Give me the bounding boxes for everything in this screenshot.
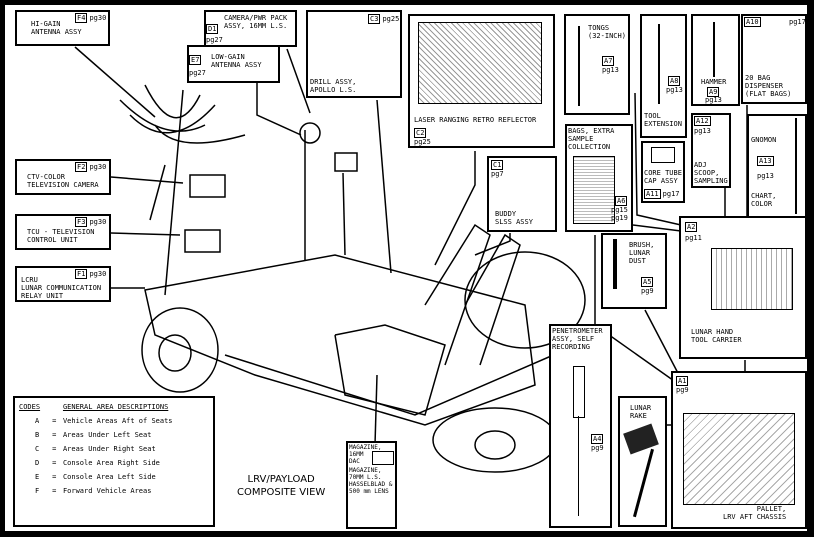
code-badge: A2 (685, 222, 698, 232)
right-wheel-fender (464, 251, 586, 349)
code-badge: F2 (75, 162, 88, 172)
legend-row: F=Forward Vehicle Areas (35, 487, 152, 495)
code-badge: C3 (368, 14, 381, 24)
leader-line (256, 83, 302, 136)
callout-sample-bags: BAGS, EXTRA SAMPLE COLLECTION A6 pg15 pg… (565, 124, 633, 232)
lrv-chassis (144, 254, 536, 426)
leader-line (644, 309, 681, 378)
leader-line (634, 92, 682, 226)
leader-line (286, 48, 311, 114)
callout-adj-scoop: A12 pg13 ADJ SCOOP, SAMPLING (691, 113, 731, 188)
code-badge: C2 (414, 128, 427, 138)
film-camera (334, 152, 358, 172)
leader-line (74, 46, 156, 118)
callout-hammer: HAMMER A9 pg13 (691, 14, 740, 106)
gnomon-illustration (795, 118, 797, 214)
legend-row: A=Vehicle Areas Aft of Seats (35, 417, 173, 425)
descriptions-header: GENERAL AREA DESCRIPTIONS (62, 403, 169, 411)
callout-lunar-rake: LUNAR RAKE (618, 396, 667, 527)
hi-gain-dish (119, 84, 246, 144)
callout-bag-dispenser: A10 pg17 20 BAG DISPENSER (FLAT BAGS) (741, 14, 807, 104)
rear-wheel-fender (432, 407, 558, 473)
front-left-wheel (141, 307, 219, 393)
codes-header: CODES (19, 403, 41, 411)
tool-carrier-illustration (711, 248, 793, 310)
penetrometer-illustration (573, 366, 585, 418)
tongs-illustration (578, 26, 580, 106)
callout-low-gain-antenna: LOW-GAIN ANTENNA ASSY E7 pg27 (187, 45, 280, 83)
pallet-illustration (683, 413, 795, 505)
callout-penetrometer: PENETROMETER ASSY, SELF RECORDING A4 pg9 (549, 324, 612, 528)
code-badge: A9 (707, 87, 720, 97)
callout-buddy-slss: C1 pg7 BUDDY SLSS ASSY (487, 156, 557, 232)
leader-line (632, 224, 682, 232)
legend-row: B=Areas Under Left Seat (35, 431, 152, 439)
code-badge: F4 (75, 13, 88, 23)
callout-tool-extension: A8 pg13 TOOL EXTENSION (640, 14, 687, 138)
code-badge: E7 (189, 55, 202, 65)
code-badge: A5 (641, 277, 654, 287)
legend-row: C=Areas Under Right Seat (35, 445, 156, 453)
magazine-illustration (372, 451, 394, 465)
callout-lunar-dust-brush: BRUSH, LUNAR DUST A5 pg9 (601, 233, 667, 309)
callout-pallet: A1 pg9 PALLET, LRV AFT CHASSIS (671, 371, 807, 529)
rear-wheel (474, 430, 516, 460)
code-badge: F1 (75, 269, 88, 279)
callout-tongs: TONGS (32-INCH) A7 pg13 (564, 14, 630, 115)
code-badge: F3 (75, 217, 88, 227)
tool-extension-illustration (658, 24, 660, 104)
bag-illustration (573, 156, 615, 224)
code-badge: A10 (744, 17, 761, 27)
leader-line (474, 233, 511, 256)
diagram-title: LRV/PAYLOAD COMPOSITE VIEW (237, 474, 326, 498)
legend-row: D=Console Area Right Side (35, 459, 160, 467)
reflector-illustration (418, 22, 542, 104)
callout-gnomon: GNOMON A13 pg13 CHART, COLOR (747, 114, 807, 221)
leader-line (110, 176, 184, 184)
code-badge: A12 (694, 116, 711, 126)
callout-laser-reflector: LASER RANGING RETRO REFLECTOR C2 pg25 (408, 14, 555, 148)
leader-line (434, 151, 476, 266)
callout-camera-pwr-pack: CAMERA/PWR PACK ASSY, 16MM L.S. D1 pg27 (204, 10, 297, 47)
legend-row: E=Console Area Left Side (35, 473, 156, 481)
callout-magazines: MAGAZINE, 16MM DAC MAGAZINE, 70MM L.S. H… (346, 441, 397, 529)
tv-camera (189, 174, 226, 198)
cap-illustration (651, 147, 675, 163)
code-badge: A11 (644, 189, 661, 199)
code-badge: A1 (676, 376, 689, 386)
tcu-unit (184, 229, 221, 253)
leader-line (110, 232, 181, 236)
code-badge: A8 (668, 76, 681, 86)
callout-lunar-hand-tool-carrier: A2 pg11 LUNAR HAND TOOL CARRIER (679, 216, 807, 359)
code-badge: A13 (757, 156, 774, 166)
code-badge: C1 (491, 160, 504, 170)
antenna-mast (164, 89, 184, 296)
code-badge: A7 (602, 56, 615, 66)
low-gain-antenna (299, 122, 321, 144)
seats (334, 324, 446, 416)
hammer-illustration (713, 22, 715, 77)
code-badge: A6 (615, 196, 628, 206)
codes-legend: CODES GENERAL AREA DESCRIPTIONS A=Vehicle… (13, 396, 215, 527)
leader-line (376, 99, 392, 274)
brush-illustration (613, 239, 617, 289)
code-badge: A4 (591, 434, 604, 444)
seat-back (424, 223, 491, 366)
code-badge: D1 (206, 24, 219, 34)
